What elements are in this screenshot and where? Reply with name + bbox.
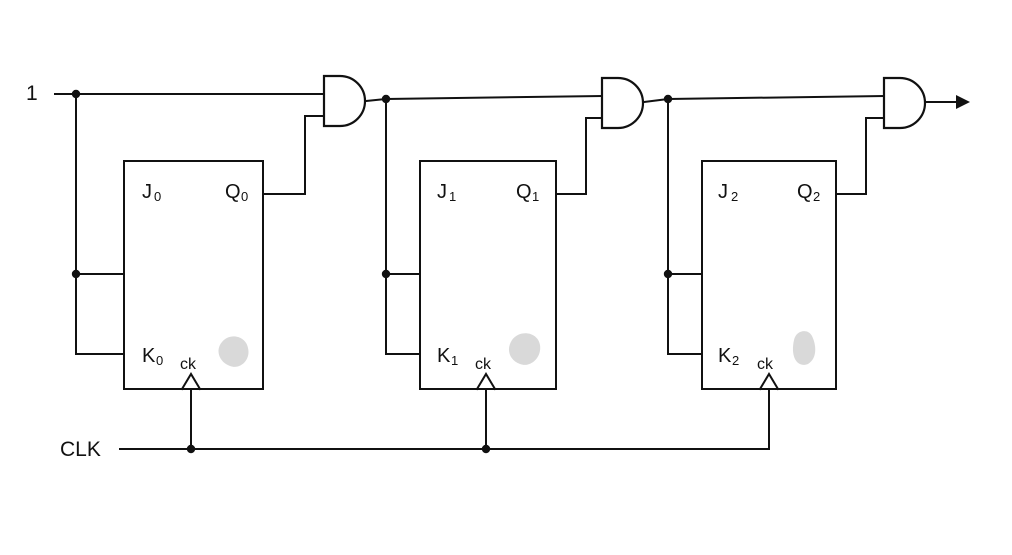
- gate2-output-wire: [642, 94, 886, 104]
- q1-to-gate2-wire: [555, 117, 603, 195]
- ff0-q-label: Q: [225, 181, 241, 203]
- ff0-q-subscript: 0: [241, 189, 248, 204]
- and-gate-1: [322, 74, 367, 128]
- ff0-ck-label: ck: [180, 356, 197, 373]
- ff1-k-subscript: 1: [451, 353, 458, 368]
- scan-smudge: [508, 333, 541, 365]
- ff2-j-subscript: 2: [731, 189, 738, 204]
- ff1-j-subscript: 1: [449, 189, 456, 204]
- scan-smudge: [792, 331, 816, 365]
- input-one-label: 1: [26, 82, 38, 105]
- ff2-j-label: J: [718, 181, 728, 203]
- junction-dot: [381, 94, 391, 104]
- junction-dot: [186, 444, 196, 454]
- q0-to-gate1-wire: [262, 115, 325, 195]
- ff0-k-label: K: [142, 345, 156, 367]
- ff1-k-label: K: [437, 345, 451, 367]
- ff2-q-subscript: 2: [813, 189, 820, 204]
- junction-dot: [71, 89, 81, 99]
- scan-smudge: [218, 336, 249, 367]
- ff2-q-label: Q: [797, 181, 813, 203]
- ff1-j-label: J: [437, 181, 447, 203]
- ff2-ck-label: ck: [757, 356, 774, 373]
- q2-to-gate3-wire: [835, 117, 885, 195]
- ff0-j-subscript: 0: [154, 189, 161, 204]
- junction-dot: [71, 269, 81, 279]
- clk-bus-wire: [119, 388, 770, 450]
- junction-dot: [663, 269, 673, 279]
- output-arrow-icon: [956, 95, 970, 109]
- ff1-q-subscript: 1: [532, 189, 539, 204]
- ff2-clock-triangle-icon: [758, 372, 780, 391]
- ff0-j-label: J: [142, 181, 152, 203]
- and-gate-2: [600, 76, 645, 130]
- ff2-k-subscript: 2: [732, 353, 739, 368]
- ff1-ck-label: ck: [475, 356, 492, 373]
- ff2-jk-feed-wire: [667, 98, 703, 355]
- junction-dot: [481, 444, 491, 454]
- gate1-output-wire: [364, 94, 604, 103]
- ff0-k-subscript: 0: [156, 353, 163, 368]
- clk-label: CLK: [60, 438, 101, 461]
- ff0-jk-feed-wire: [75, 93, 125, 355]
- ff2-k-label: K: [718, 345, 732, 367]
- ff1-q-label: Q: [516, 181, 532, 203]
- junction-dot: [381, 269, 391, 279]
- ff0-clock-triangle-icon: [180, 372, 202, 391]
- ff1-clock-triangle-icon: [475, 372, 497, 391]
- and-gate-3: [882, 76, 927, 130]
- ff1-jk-feed-wire: [385, 98, 421, 355]
- junction-dot: [663, 94, 673, 104]
